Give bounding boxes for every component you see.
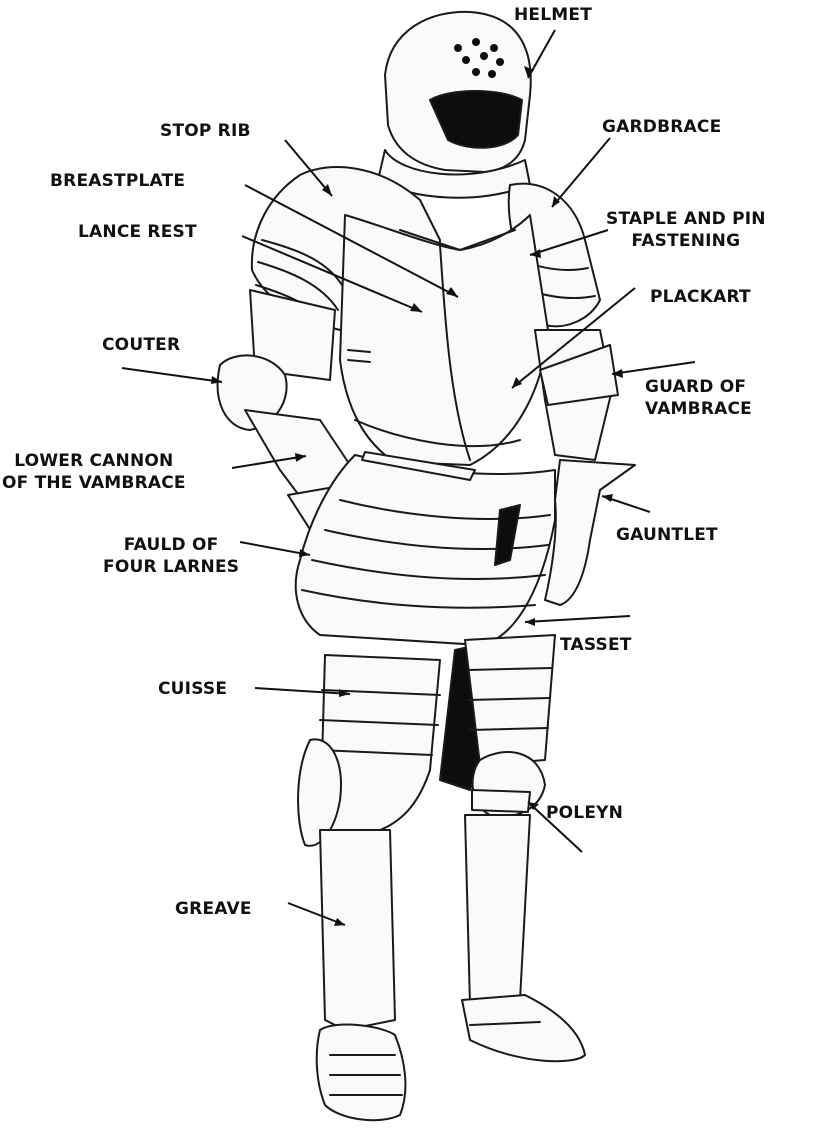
label-staple-line-2: FASTENING bbox=[606, 230, 766, 252]
left-greave bbox=[320, 830, 395, 1030]
label-guard-line-2: VAMBRACE bbox=[645, 398, 752, 420]
label-guard-line-1: GUARD OF bbox=[645, 376, 752, 398]
label-breastplate: BREASTPLATE bbox=[50, 170, 185, 192]
label-gauntlet: GAUNTLET bbox=[616, 524, 718, 546]
right-sabaton bbox=[462, 995, 585, 1061]
leader-gardbrace bbox=[552, 138, 610, 207]
label-staple-line-1: STAPLE AND PIN bbox=[606, 208, 766, 230]
label-gardbrace: GARDBRACE bbox=[602, 116, 721, 138]
label-fauld-of-four-larnes: FAULD OF FOUR LARNES bbox=[103, 534, 239, 578]
leader-guard-vambrace bbox=[612, 362, 695, 374]
label-lower-cannon-of-the-vambrace: LOWER CANNON OF THE VAMBRACE bbox=[2, 450, 186, 494]
label-cuisse: CUISSE bbox=[158, 678, 227, 700]
right-greave bbox=[465, 815, 530, 1005]
label-couter: COUTER bbox=[102, 334, 180, 356]
label-lower-cannon-line-1: LOWER CANNON bbox=[2, 450, 186, 472]
label-fauld-line-1: FAULD OF bbox=[103, 534, 239, 556]
label-fauld-line-2: FOUR LARNES bbox=[103, 556, 239, 578]
left-sabaton bbox=[317, 1025, 406, 1121]
label-guard-of-vambrace: GUARD OF VAMBRACE bbox=[645, 376, 752, 420]
leader-couter bbox=[122, 368, 222, 382]
label-plackart: PLACKART bbox=[650, 286, 751, 308]
label-lance-rest: LANCE REST bbox=[78, 221, 197, 243]
fauld bbox=[296, 455, 555, 645]
label-greave: GREAVE bbox=[175, 898, 252, 920]
label-helmet: HELMET bbox=[514, 4, 592, 26]
label-tasset: TASSET bbox=[560, 634, 632, 656]
label-staple-and-pin-fastening: STAPLE AND PIN FASTENING bbox=[606, 208, 766, 252]
label-poleyn: POLEYN bbox=[546, 802, 623, 824]
label-stop-rib: STOP RIB bbox=[160, 120, 251, 142]
label-lower-cannon-line-2: OF THE VAMBRACE bbox=[2, 472, 186, 494]
leader-tasset bbox=[525, 616, 630, 622]
